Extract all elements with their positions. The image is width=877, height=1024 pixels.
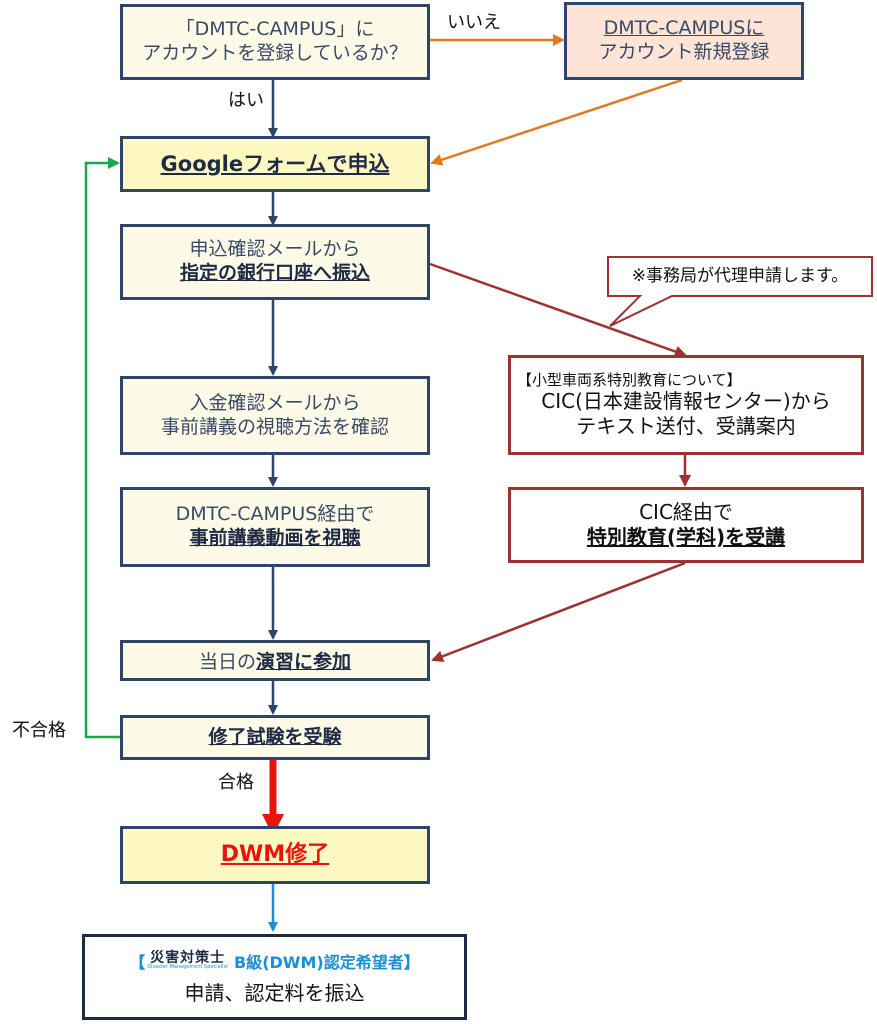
video-line1: DMTC-CAMPUS経由で — [175, 503, 375, 526]
video-box: DMTC-CAMPUS経由で 事前講義動画を視聴 — [120, 487, 430, 567]
heading-open-bracket: 【 — [129, 952, 146, 972]
google-form-box: Googleフォームで申込 — [120, 136, 430, 192]
google-form-label: Googleフォームで申込 — [160, 151, 390, 176]
cic-info-box: 【小型車両系特別教育について】 CIC(日本建設情報センター)から テキスト送付… — [508, 355, 864, 455]
video-line2: 事前講義動画を視聴 — [189, 527, 361, 549]
cic-info-line2: CIC(日本建設情報センター)から — [541, 389, 831, 414]
exercise-box: 当日の演習に参加 — [120, 640, 430, 681]
label-pass: 合格 — [218, 772, 254, 793]
cic-course-line2: 特別教育(学科)を受講 — [586, 525, 786, 549]
payment-line1: 申込確認メールから — [189, 238, 361, 261]
cic-info-line3: テキスト送付、受講案内 — [576, 414, 796, 439]
label-no: いいえ — [447, 12, 501, 33]
payment-box: 申込確認メールから 指定の銀行口座へ振込 — [120, 224, 430, 300]
arrow-fail-loop — [84, 157, 120, 739]
confirm-box: 入金確認メールから 事前講義の視聴方法を確認 — [120, 376, 430, 455]
payment-line2: 指定の銀行口座へ振込 — [179, 262, 370, 284]
question-line2: アカウントを登録しているか？ — [142, 42, 408, 64]
exercise-emph: 演習に参加 — [256, 651, 352, 673]
arrow-pay-to-cic-info — [429, 262, 687, 358]
callout-shape — [607, 256, 873, 327]
exam-box: 修了試験を受験 — [120, 715, 430, 760]
confirm-line1: 入金確認メールから — [189, 391, 361, 414]
complete-label: DWM修了 — [220, 842, 330, 868]
exercise-prefix: 当日の — [198, 651, 256, 673]
cic-course-line1: CIC経由で — [639, 500, 733, 524]
certification-box: 【 災害対策士 Disaster Management Specialist B… — [82, 934, 467, 1020]
register-line1: DMTC-CAMPUSに — [603, 17, 765, 40]
register-line2: アカウント新規登録 — [598, 41, 770, 63]
dms-logo: 災害対策士 Disaster Management Specialist — [147, 951, 228, 970]
arrow-register-to-google — [430, 78, 683, 166]
cic-course-box: CIC経由で 特別教育(学科)を受講 — [508, 487, 864, 563]
question-box: 「DMTC-CAMPUS」に アカウントを登録しているか？ — [120, 4, 430, 80]
complete-box: DWM修了 — [120, 826, 430, 884]
certification-line2: 申請、認定料を振込 — [184, 980, 365, 1005]
callout-text: ※事務局が代理申請します。 — [631, 265, 849, 286]
cic-info-line1: 【小型車両系特別教育について】 — [517, 370, 742, 389]
heading-rest: B級(DWM)認定希望者】 — [234, 952, 420, 972]
register-box: DMTC-CAMPUSに アカウント新規登録 — [564, 2, 804, 80]
logo-sub-text: Disaster Management Specialist — [147, 964, 229, 970]
callout-text-box: ※事務局が代理申請します。 — [608, 257, 872, 296]
label-fail: 不合格 — [12, 720, 66, 741]
arrow-cic-course-to-exercise — [431, 561, 686, 663]
logo-main-text: 災害対策士 — [150, 950, 226, 966]
label-yes: はい — [228, 90, 264, 111]
confirm-line2: 事前講義の視聴方法を確認 — [160, 415, 389, 438]
exam-label: 修了試験を受験 — [208, 725, 342, 748]
certification-heading: 【 災害対策士 Disaster Management Specialist B… — [129, 949, 419, 973]
question-line1: 「DMTC-CAMPUS」に — [175, 18, 375, 41]
